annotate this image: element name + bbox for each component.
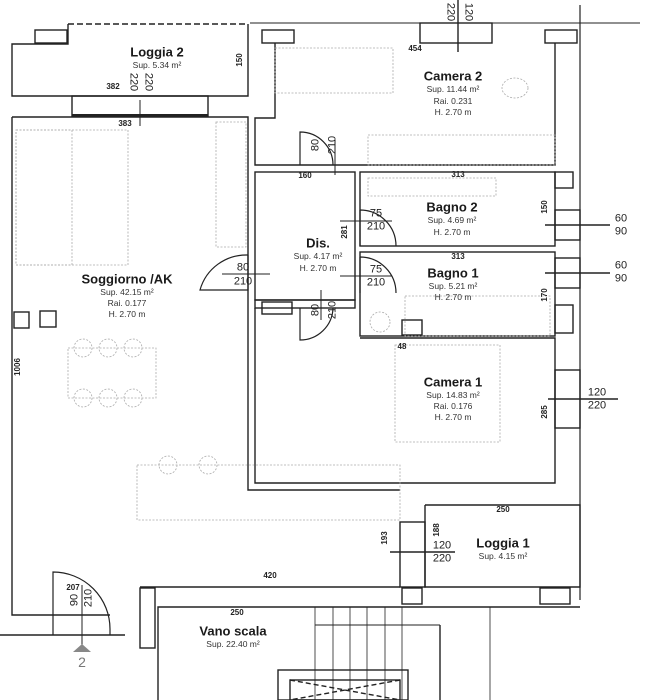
camera1-walls	[254, 308, 556, 484]
room-height-bagno1: H. 2.70 m	[434, 291, 472, 302]
room-height-dis: H. 2.70 m	[299, 262, 337, 273]
dimension-label: 454	[408, 44, 422, 53]
dimension-label: 420	[263, 571, 277, 580]
window-width: 120	[587, 386, 607, 399]
door-width: 75	[369, 263, 383, 276]
room-area-loggia1: Sup. 4.15 m²	[478, 550, 528, 561]
window-height: 90	[614, 225, 628, 238]
dimension-label: 313	[451, 252, 465, 261]
room-area-soggiorno: Sup. 42.15 m²	[100, 286, 154, 297]
dimension-label: 281	[340, 225, 349, 239]
dimension-label: 382	[106, 82, 120, 91]
room-area-bagno1: Sup. 5.21 m²	[428, 280, 478, 291]
dimension-label: 150	[235, 53, 244, 67]
room-name-dis: Dis.	[306, 235, 330, 251]
window-width: 60	[614, 212, 628, 225]
room-height-camera1: H. 2.70 m	[434, 411, 472, 422]
loggia2-walls	[11, 24, 249, 97]
door-width: 75	[369, 207, 383, 220]
door-height: 210	[366, 276, 386, 289]
dimension-label: 48	[397, 342, 407, 351]
dimension-label: 313	[451, 170, 465, 179]
window-height: 220	[587, 399, 607, 412]
door-height: 210	[326, 300, 339, 320]
section-marker-icon	[73, 644, 91, 652]
door-width: 90	[68, 593, 81, 607]
dimension-label: 285	[540, 405, 549, 419]
door-height: 210	[366, 220, 386, 233]
dimension-label: 120	[462, 2, 475, 22]
room-name-bagno1: Bagno 1	[427, 265, 479, 281]
window-height: 220	[432, 552, 452, 565]
dimension-label: 160	[298, 171, 312, 180]
dimension-label: 220	[444, 2, 457, 22]
room-area-vano-scala: Sup. 22.40 m²	[206, 638, 260, 649]
room-name-loggia2: Loggia 2	[130, 44, 184, 60]
door-height: 210	[326, 135, 339, 155]
room-name-bagno2: Bagno 2	[426, 199, 478, 215]
room-area-loggia2: Sup. 5.34 m²	[132, 59, 182, 70]
room-height-soggiorno: H. 2.70 m	[108, 308, 146, 319]
room-height-bagno2: H. 2.70 m	[433, 226, 471, 237]
room-area-camera1: Sup. 14.83 m²	[426, 389, 480, 400]
room-name-loggia1: Loggia 1	[476, 535, 530, 551]
section-marker-label: 2	[78, 654, 86, 670]
dimension-label: 1006	[13, 358, 22, 376]
door-width: 80	[236, 261, 250, 274]
door-height: 210	[233, 275, 253, 288]
door-width: 80	[309, 303, 322, 317]
dimension-label: 220	[142, 72, 155, 92]
room-rai-camera2: Rai. 0.231	[433, 95, 473, 106]
room-name-camera1: Camera 1	[423, 374, 483, 390]
room-area-dis: Sup. 4.17 m²	[293, 250, 343, 261]
dimension-label: 193	[380, 531, 389, 545]
dimension-label: 188	[432, 523, 441, 537]
window-width: 120	[432, 539, 452, 552]
dimension-label: 220	[127, 72, 140, 92]
dimension-label: 207	[66, 583, 80, 592]
room-name-soggiorno: Soggiorno /AK	[81, 271, 173, 287]
window-height: 90	[614, 272, 628, 285]
door-width: 80	[309, 138, 322, 152]
room-rai-soggiorno: Rai. 0.177	[107, 297, 147, 308]
door-height: 210	[82, 588, 95, 608]
soggiorno-walls	[12, 116, 400, 491]
bagno2-walls	[359, 171, 556, 247]
dimension-label: 250	[230, 608, 244, 617]
room-rai-camera1: Rai. 0.176	[433, 400, 473, 411]
window-width: 60	[614, 259, 628, 272]
dimension-label: 250	[496, 505, 510, 514]
vano-scala-walls	[157, 606, 580, 700]
dimension-label: 150	[540, 200, 549, 214]
room-height-camera2: H. 2.70 m	[434, 106, 472, 117]
room-name-camera2: Camera 2	[423, 68, 483, 84]
dimension-label: 170	[540, 288, 549, 302]
room-area-bagno2: Sup. 4.69 m²	[427, 214, 477, 225]
room-area-camera2: Sup. 11.44 m²	[426, 83, 480, 94]
dimension-label: 383	[118, 119, 132, 128]
room-name-vano-scala: Vano scala	[199, 623, 267, 639]
